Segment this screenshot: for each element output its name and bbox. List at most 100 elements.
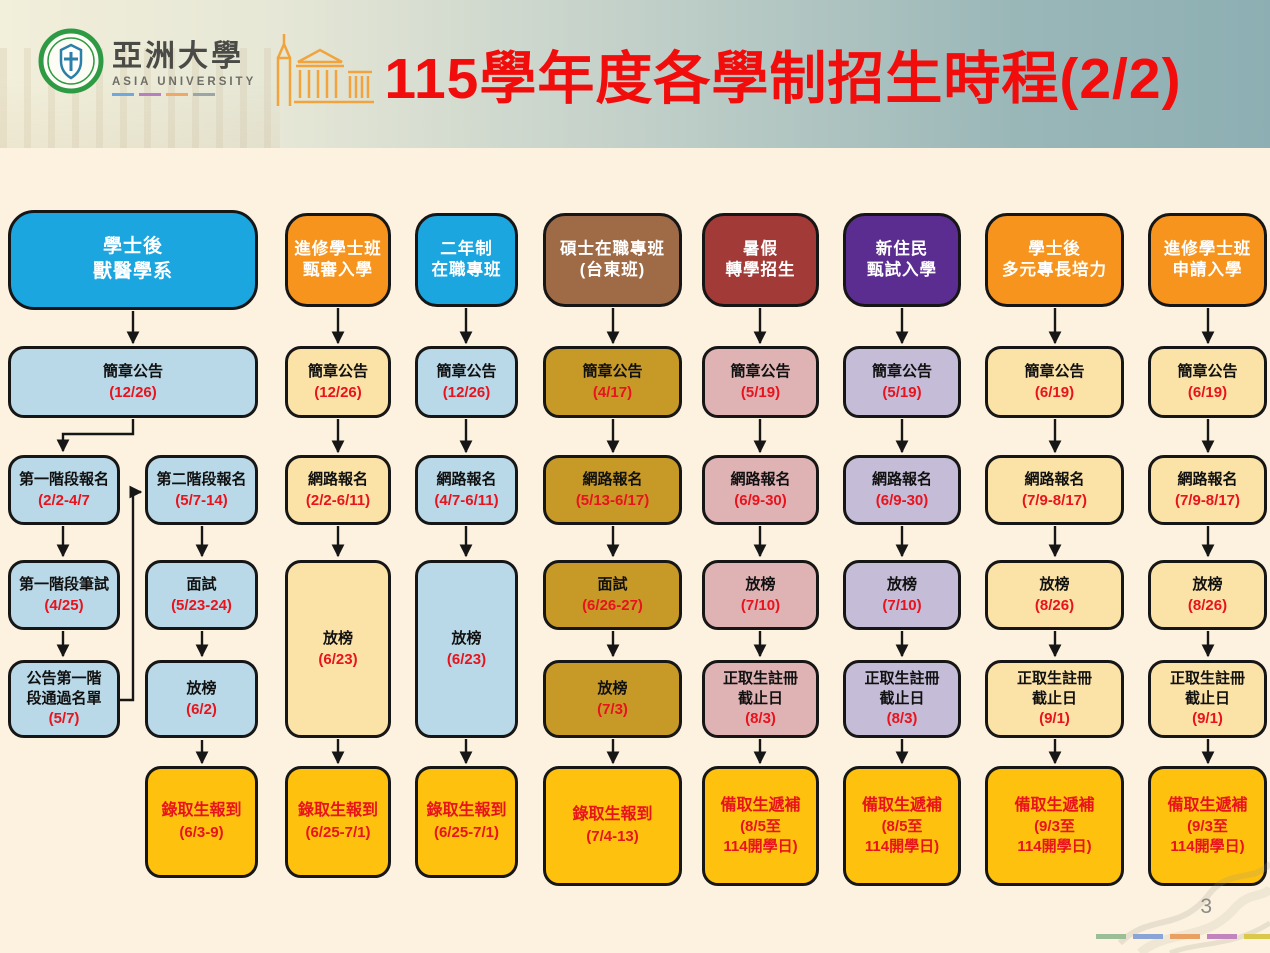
step-date: (8/3)	[745, 710, 776, 728]
step-date: (6/26-27)	[582, 596, 643, 614]
step-date: (6/9-30)	[734, 491, 787, 509]
step-box: 放榜(8/26)	[1148, 560, 1267, 630]
step-label: 網路報名	[307, 471, 368, 488]
step-label: 錄取生報到	[426, 802, 507, 820]
step-box: 放榜 (7/3)	[543, 660, 682, 738]
step-date: (5/23-24)	[171, 596, 232, 614]
step-date: (8/5至 114開學日)	[723, 818, 798, 855]
step-box: 放榜 (6/23)	[285, 560, 391, 738]
banner: 亞洲大學 ASIA UNIVERSITY 115學年度	[0, 0, 1270, 148]
step-label: 錄取生報到	[161, 802, 242, 820]
step-date: (6/25-7/1)	[433, 824, 500, 842]
step-label: 簡章公告	[1024, 363, 1085, 380]
step-label: 放榜	[597, 680, 628, 697]
final-step-box: 備取生遞補(8/5至 114開學日)	[843, 766, 961, 886]
step-label: 放榜	[1039, 576, 1070, 593]
logo-color-dashes	[112, 93, 256, 96]
step-label: 簡章公告	[871, 363, 932, 380]
final-step-box: 備取生遞補 (9/3至 114開學日)	[1148, 766, 1267, 886]
step-label: 正取生註冊 截止日	[1169, 670, 1245, 707]
step-box: 放榜 (8/26)	[985, 560, 1124, 630]
step-label: 面試	[186, 576, 217, 593]
step-label: 錄取生報到	[297, 802, 378, 820]
step-box: 簡章公告(6/19)	[1148, 346, 1267, 418]
step-box: 第一階段筆試(4/25)	[8, 560, 120, 630]
program-header: 暑假 轉學招生	[702, 213, 819, 307]
program-header-vet: 學士後 獸醫學系	[8, 210, 258, 310]
step-date: (6/19)	[1187, 383, 1228, 401]
step-date: (7/4-13)	[586, 828, 639, 846]
step-box: 簡章公告(5/19)	[843, 346, 961, 418]
step-date: (9/3至 114開學日)	[1017, 818, 1092, 855]
program-title: 進修學士班 甄審入學	[294, 239, 382, 279]
step-date: (6/23)	[446, 650, 487, 668]
step-label: 網路報名	[1177, 471, 1238, 488]
step-label: 簡章公告	[307, 363, 368, 380]
step-label: 正取生註冊 截止日	[1016, 670, 1092, 707]
step-label: 放榜	[322, 630, 353, 647]
university-seal-icon	[38, 28, 104, 99]
step-date: (4/7-6/11)	[434, 491, 499, 509]
step-box: 正取生註冊 截止日(8/3)	[843, 660, 961, 738]
step-label: 簡章公告	[436, 363, 497, 380]
step-date: (6/23)	[318, 650, 358, 668]
step-date: (8/26)	[1034, 596, 1075, 614]
logo-text: 亞洲大學 ASIA UNIVERSITY	[112, 42, 256, 96]
step-box: 網路報名 (4/7-6/11)	[415, 455, 518, 525]
step-box: 第一階段報名(2/2-4/7	[8, 455, 120, 525]
step-box: 網路報名(6/9-30)	[843, 455, 961, 525]
step-box: 正取生註冊 截止日 (9/1)	[1148, 660, 1267, 738]
step-date: (5/19)	[740, 383, 781, 401]
step-box: 公告第一階 段通過名單(5/7)	[8, 660, 120, 738]
step-box: 網路報名 (6/9-30)	[702, 455, 819, 525]
step-label: 備取生遞補	[1167, 796, 1248, 814]
step-date: (7/10)	[740, 596, 781, 614]
step-date: (6/25-7/1)	[305, 824, 371, 842]
step-label: 第一階段報名	[18, 471, 109, 488]
step-label: 放榜	[186, 680, 217, 697]
step-date: (7/3)	[597, 700, 628, 718]
program-title: 學士後 多元專長培力	[1002, 239, 1107, 279]
program-header: 碩士在職專班 (台東班)	[543, 213, 682, 307]
step-date: (12/26)	[442, 383, 491, 401]
step-box: 面試 (5/23-24)	[145, 560, 258, 630]
step-label: 網路報名	[730, 471, 791, 488]
asia-university-logo: 亞洲大學 ASIA UNIVERSITY	[38, 28, 375, 113]
step-date: (9/3至 114開學日)	[1170, 818, 1245, 855]
step-box: 網路報名 (2/2-6/11)	[285, 455, 391, 525]
step-box: 簡章公告(12/26)	[8, 346, 258, 418]
step-label: 面試	[597, 576, 628, 593]
program-title: 學士後 獸醫學系	[92, 236, 173, 282]
program-title: 碩士在職專班 (台東班)	[560, 239, 665, 279]
step-label: 網路報名	[436, 471, 497, 488]
logo-english-name: ASIA UNIVERSITY	[112, 76, 257, 88]
step-box: 第二階段報名 (5/7-14)	[145, 455, 258, 525]
step-date: (7/9-8/17)	[1174, 491, 1241, 509]
step-label: 簡章公告	[102, 363, 163, 380]
step-date: (2/2-6/11)	[305, 491, 371, 509]
step-date: (9/1)	[1192, 710, 1223, 728]
step-box: 放榜 (6/23)	[415, 560, 518, 738]
step-date: (6/19)	[1034, 383, 1075, 401]
step-label: 放榜	[451, 630, 482, 647]
step-label: 備取生遞補	[720, 796, 801, 814]
page-number: 3	[1200, 895, 1212, 918]
step-date: (5/7-14)	[175, 491, 228, 509]
step-box: 面試 (6/26-27)	[543, 560, 682, 630]
final-step-box: 備取生遞補(9/3至 114開學日)	[985, 766, 1124, 886]
step-box: 放榜 (7/10)	[702, 560, 819, 630]
step-date: (4/25)	[44, 596, 84, 614]
step-label: 放榜	[1192, 576, 1223, 593]
final-step-box: 錄取生報到 (6/25-7/1)	[285, 766, 391, 878]
step-box: 簡章公告(12/26)	[285, 346, 391, 418]
program-title: 進修學士班 申請入學	[1163, 239, 1252, 279]
step-label: 放榜	[745, 576, 776, 593]
logo-chinese-name: 亞洲大學	[112, 40, 244, 73]
step-label: 第二階段報名	[156, 471, 247, 488]
final-step-box: 錄取生報到(6/3-9)	[145, 766, 258, 878]
page-title: 115學年度各學制招生時程(2/2)	[384, 47, 1182, 111]
final-step-box: 錄取生報到 (6/25-7/1)	[415, 766, 518, 878]
program-header: 學士後 多元專長培力	[985, 213, 1124, 307]
step-label: 錄取生報到	[572, 806, 653, 824]
